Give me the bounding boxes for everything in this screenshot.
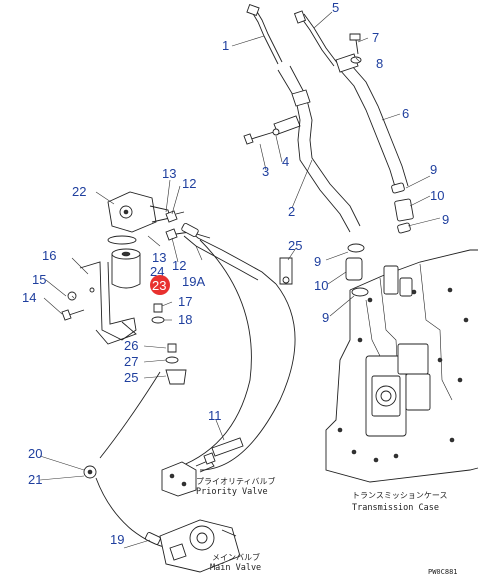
hose-junction xyxy=(83,465,97,479)
label-9c[interactable]: 9 xyxy=(314,254,321,269)
captions: プライオリティバルブ Priority Valve メインバルブ Main Va… xyxy=(196,476,458,576)
label-25b[interactable]: 25 xyxy=(124,370,138,385)
label-22[interactable]: 22 xyxy=(72,184,86,199)
label-4[interactable]: 4 xyxy=(282,154,289,169)
priority-valve-caption-en: Priority Valve xyxy=(196,487,268,497)
label-21[interactable]: 21 xyxy=(28,472,42,487)
label-9a[interactable]: 9 xyxy=(430,162,437,177)
label-16[interactable]: 16 xyxy=(42,248,56,263)
label-26[interactable]: 26 xyxy=(124,338,138,353)
label-9d[interactable]: 9 xyxy=(322,310,329,325)
oil-tube-right xyxy=(293,10,409,191)
label-5[interactable]: 5 xyxy=(332,0,339,15)
filter-assembly xyxy=(61,191,211,345)
transmission-case xyxy=(325,249,479,483)
priority-valve-caption-jp: プライオリティバルブ xyxy=(196,476,276,486)
leader-lines xyxy=(39,11,441,549)
label-9b[interactable]: 9 xyxy=(442,212,449,227)
fasteners-left xyxy=(151,303,187,385)
hose-19 xyxy=(95,239,296,549)
label-20[interactable]: 20 xyxy=(28,446,42,461)
label-10a[interactable]: 10 xyxy=(430,188,444,203)
label-3[interactable]: 3 xyxy=(262,164,269,179)
transmission-caption-en: Transmission Case xyxy=(352,503,439,513)
label-8[interactable]: 8 xyxy=(376,56,383,71)
drawing-code: PW0C881 xyxy=(428,568,458,576)
hose-right-upper xyxy=(391,182,414,234)
label-6[interactable]: 6 xyxy=(402,106,409,121)
highlight-marker xyxy=(150,275,170,295)
main-valve-caption-en: Main Valve xyxy=(210,563,261,573)
main-valve xyxy=(159,519,241,573)
label-12a[interactable]: 12 xyxy=(182,176,196,191)
label-7[interactable]: 7 xyxy=(372,30,379,45)
hose-left xyxy=(345,243,369,297)
label-15[interactable]: 15 xyxy=(32,272,46,287)
label-10b[interactable]: 10 xyxy=(314,278,328,293)
label-12b[interactable]: 12 xyxy=(172,258,186,273)
label-18[interactable]: 18 xyxy=(178,312,192,327)
hose-11 xyxy=(203,437,244,465)
label-14[interactable]: 14 xyxy=(22,290,36,305)
hose-19a xyxy=(181,222,277,285)
priority-valve xyxy=(161,459,215,497)
label-1[interactable]: 1 xyxy=(222,38,229,53)
label-11[interactable]: 11 xyxy=(208,408,222,423)
label-27[interactable]: 27 xyxy=(124,354,138,369)
label-19a[interactable]: 19A xyxy=(182,274,205,289)
dipstick-assembly xyxy=(243,3,361,233)
label-19[interactable]: 19 xyxy=(110,532,124,547)
label-25a[interactable]: 25 xyxy=(288,238,302,253)
label-17[interactable]: 17 xyxy=(178,294,192,309)
part-labels: 1 2 3 4 5 6 7 8 9 10 9 9 10 9 11 12 12 1… xyxy=(22,0,449,547)
label-23[interactable]: 23 xyxy=(152,278,166,293)
clamp-right xyxy=(279,257,293,285)
main-valve-caption-jp: メインバルブ xyxy=(212,552,260,562)
label-13a[interactable]: 13 xyxy=(162,166,176,181)
label-2[interactable]: 2 xyxy=(288,204,295,219)
label-13b[interactable]: 13 xyxy=(152,250,166,265)
transmission-caption-jp: トランスミッションケース xyxy=(352,491,447,500)
